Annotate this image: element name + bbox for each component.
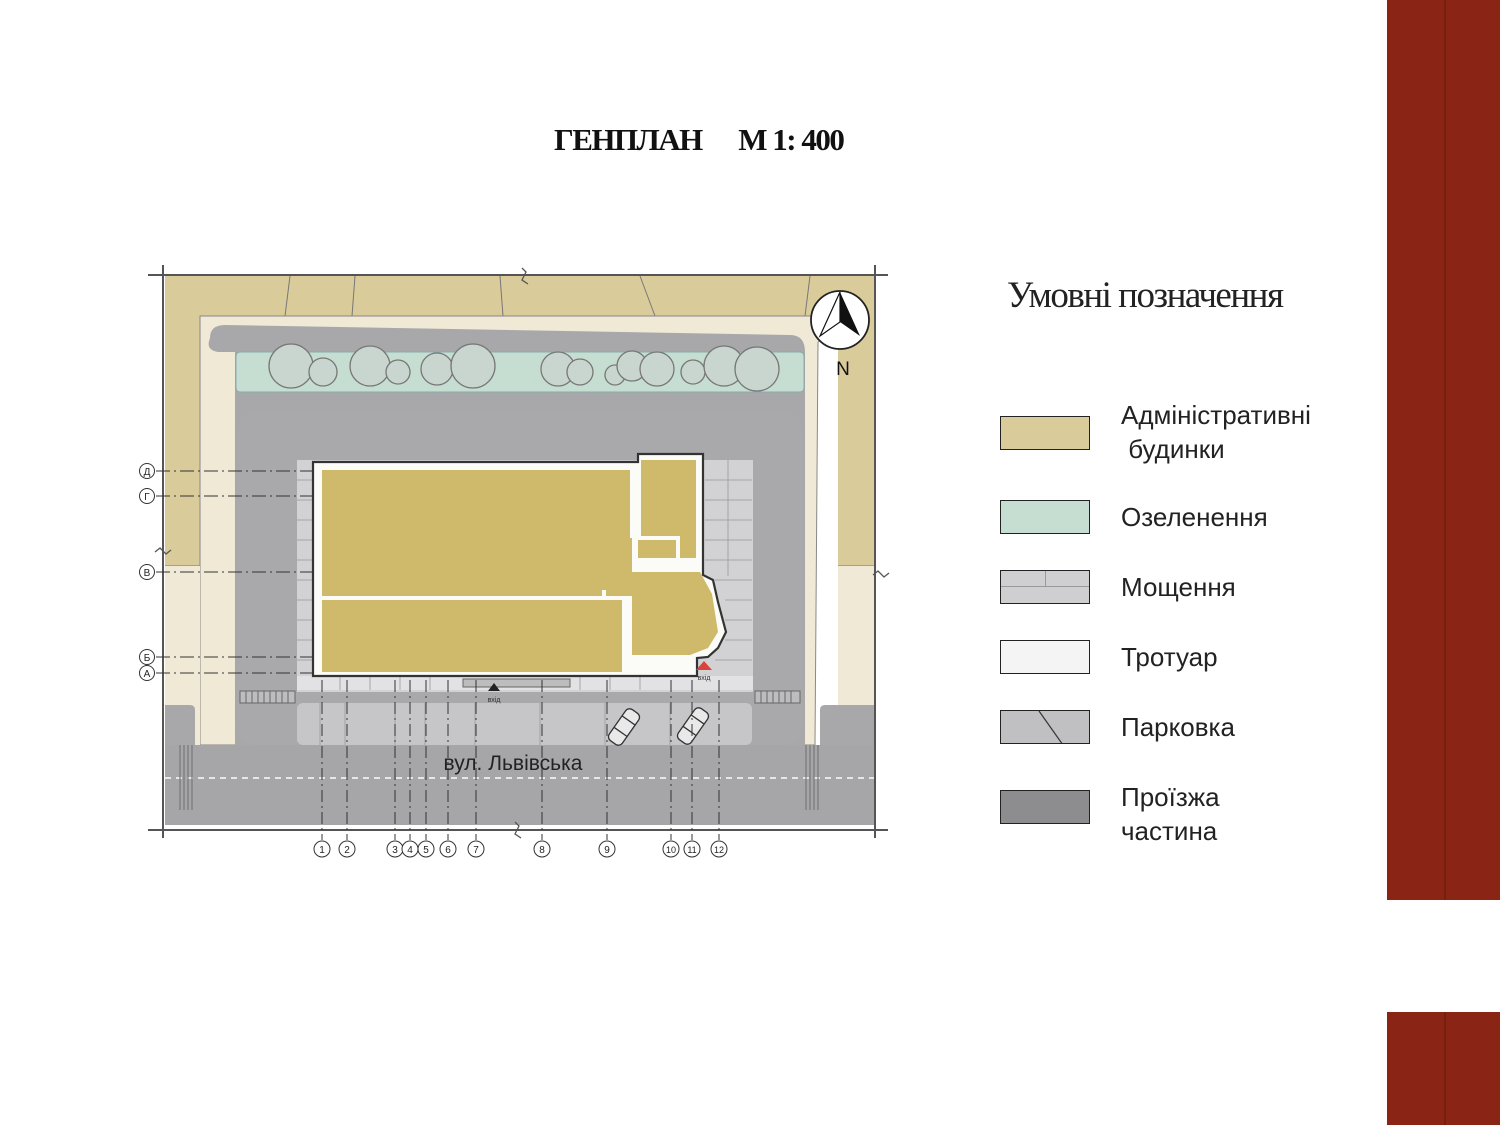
side-band-top (1387, 0, 1500, 900)
side-band-line-bottom (1444, 1012, 1446, 1125)
axis-marker-Д: Д (139, 463, 155, 479)
axis-marker-10: 10 (662, 680, 680, 858)
legend-label-sidewalk: Тротуар (1121, 642, 1218, 672)
axis-marker-А: А (139, 665, 155, 681)
axis-marker-В: В (139, 564, 155, 580)
legend-swatch-parking (1000, 710, 1090, 744)
entrance-main: вхід (462, 678, 571, 704)
axis-label-Б: Б (144, 653, 151, 664)
axis-marker-6: 6 (439, 680, 457, 858)
axis-label-7: 7 (473, 845, 479, 856)
axis-label-В: В (144, 568, 151, 579)
legend-label-road: Проїзжа частина (1121, 782, 1220, 846)
axis-marker-Г: Г (139, 488, 155, 504)
axis-label-6: 6 (445, 845, 451, 856)
north-label: N (836, 359, 850, 380)
title-name: ГЕНПЛАН (554, 122, 703, 157)
legend-label-parking: Парковка (1121, 712, 1235, 742)
axis-label-12: 12 (714, 845, 724, 855)
street (165, 745, 874, 825)
axis-label-А: А (144, 669, 151, 680)
building (311, 452, 728, 678)
entrance-side: вхід (696, 661, 712, 682)
car (607, 707, 710, 746)
title-scale: М 1: 400 (738, 122, 845, 157)
page-title: ГЕНПЛАН М 1: 400 (554, 122, 874, 158)
axis-marker-8: 8 (533, 680, 551, 858)
axis-label-11: 11 (687, 845, 696, 855)
axis-label-2: 2 (344, 845, 350, 856)
axis-label-Д: Д (144, 467, 151, 478)
axis-label-3: 3 (392, 845, 398, 856)
grid-axes-letters (156, 470, 318, 674)
legend-swatch-sidewalk (1000, 640, 1090, 674)
axis-marker-Б: Б (139, 649, 155, 665)
axis-marker-9: 9 (598, 680, 616, 858)
side-band-bottom (1387, 1012, 1500, 1125)
legend-label-admin: Адміністративні будинки (1121, 400, 1311, 464)
grid-axis-letter-markers: Д Г В БА (139, 463, 155, 681)
axis-marker-2: 2 (338, 680, 356, 858)
entrance-main-label: вхід (488, 696, 501, 704)
street-name: вул. Львівська (444, 752, 583, 775)
axis-marker-1: 1 (313, 680, 331, 858)
axis-marker-11: 11 (683, 680, 701, 858)
north-arrow-icon: N (810, 290, 870, 380)
curb-hatching (239, 690, 801, 704)
legend-title: Умовні позначення (1007, 275, 1284, 316)
legend-swatch-road (1000, 790, 1090, 824)
axis-label-8: 8 (539, 845, 545, 856)
axis-marker-12: 12 (710, 680, 728, 858)
axis-marker-5: 5 (417, 680, 435, 858)
axis-label-10: 10 (666, 845, 676, 855)
parking-area (297, 703, 752, 746)
axis-label-Г: Г (144, 492, 150, 503)
axis-label-5: 5 (423, 845, 429, 856)
legend-label-greenery: Озеленення (1121, 502, 1268, 532)
entrance-side-label: вхід (698, 674, 711, 682)
legend-label-paving: Мощення (1121, 572, 1236, 602)
legend-swatch-admin (1000, 416, 1090, 450)
legend-swatch-greenery (1000, 500, 1090, 534)
legend-swatch-paving (1000, 570, 1090, 604)
side-band-line-top (1444, 0, 1446, 900)
greenery-strip (235, 343, 805, 393)
break-marks (154, 267, 890, 839)
axis-marker-7: 7 (467, 680, 485, 858)
axis-label-1: 1 (319, 845, 325, 856)
axis-label-4: 4 (407, 845, 413, 856)
axis-label-9: 9 (604, 845, 610, 856)
